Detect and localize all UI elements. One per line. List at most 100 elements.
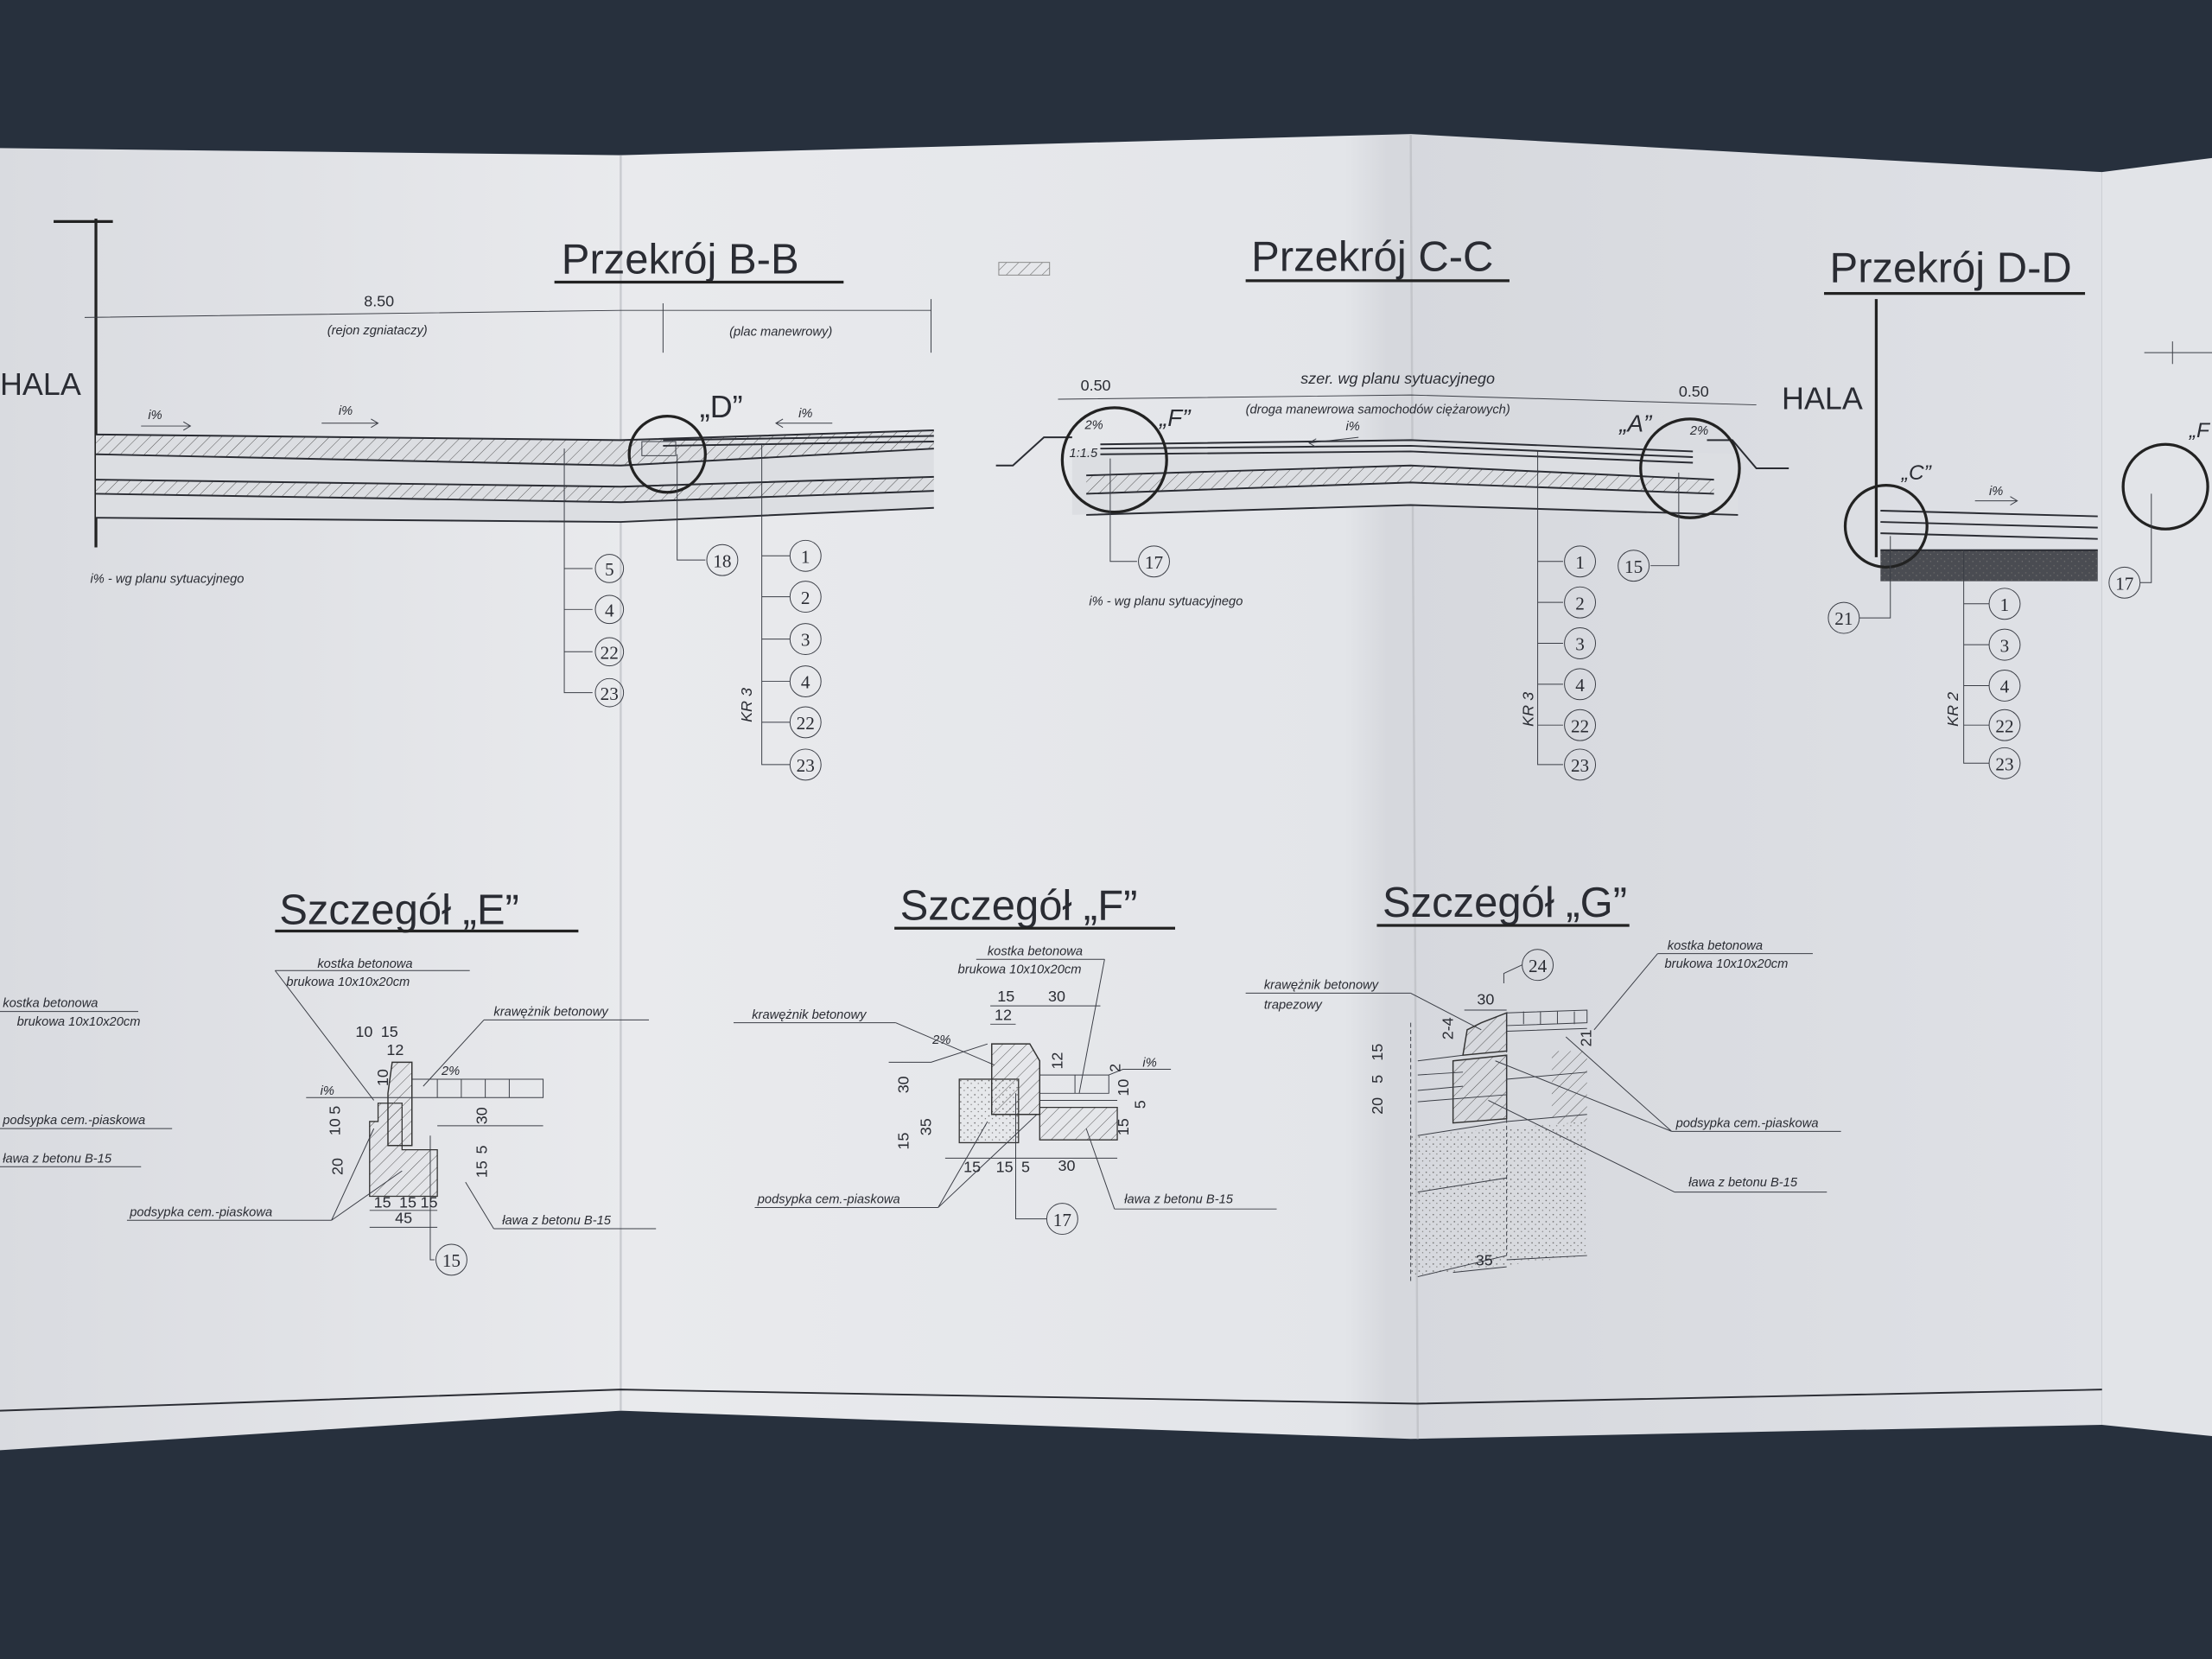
construction-class: KR 2 bbox=[1944, 692, 1961, 727]
layer-leader bbox=[563, 448, 593, 694]
label: podsypka cem.-piaskowa bbox=[2, 1114, 145, 1128]
detail-f: Szczegół „F” kostka betonowa brukowa 10x… bbox=[733, 882, 1277, 1236]
slope-label: i% bbox=[1346, 420, 1360, 434]
leader-line bbox=[331, 1128, 403, 1221]
layer-leader bbox=[1537, 451, 1563, 766]
label: kostka betonowa bbox=[3, 997, 98, 1011]
detail-leader bbox=[1109, 458, 1137, 563]
layer-marker: 2 bbox=[789, 581, 822, 613]
element-marker: 17 bbox=[1138, 545, 1170, 578]
slope-label: i% bbox=[798, 407, 812, 421]
svg-text:4: 4 bbox=[2000, 677, 2010, 697]
dimension-value: 0.50 bbox=[1081, 377, 1111, 394]
base-layer bbox=[1551, 1051, 1587, 1125]
paper-sheet-right-fold bbox=[2101, 157, 2212, 1437]
layer-leader bbox=[761, 444, 791, 766]
detail-callout-circle[interactable] bbox=[2121, 442, 2209, 531]
label: brukowa 10x10x20cm bbox=[1665, 957, 1789, 971]
dimension: 30 bbox=[1477, 990, 1494, 1007]
dimension: 2-4 bbox=[1440, 1017, 1457, 1039]
element-marker: 17 bbox=[1046, 1203, 1078, 1236]
layer-marker: 2 bbox=[1564, 586, 1597, 619]
slope-label: i% bbox=[321, 1084, 334, 1098]
frame-border bbox=[0, 1389, 2102, 1412]
width-label: szer. wg planu sytuacyjnego bbox=[1300, 370, 1495, 387]
dimension: 10 bbox=[1115, 1079, 1132, 1096]
zone-label: (plac manewrowy) bbox=[729, 326, 832, 340]
label: podsypka cem.-piaskowa bbox=[129, 1205, 272, 1219]
detail-reference[interactable]: „D” bbox=[700, 389, 743, 424]
dimension-value: 0.50 bbox=[1679, 383, 1709, 400]
svg-text:1: 1 bbox=[801, 546, 810, 567]
detail-leader bbox=[2139, 493, 2152, 583]
leader-line bbox=[1488, 1100, 1675, 1193]
layer-marker: 3 bbox=[1564, 627, 1597, 659]
leader-line bbox=[1495, 1036, 1673, 1132]
layer-marker: 22 bbox=[594, 637, 625, 667]
svg-text:1: 1 bbox=[2000, 594, 2010, 615]
section-title: Przekrój B-B bbox=[562, 237, 799, 283]
svg-text:3: 3 bbox=[1575, 634, 1585, 655]
svg-text:22: 22 bbox=[601, 642, 619, 663]
dimension: 30 bbox=[1058, 1157, 1075, 1174]
svg-text:18: 18 bbox=[713, 550, 731, 571]
dimension: 35 bbox=[918, 1118, 935, 1135]
svg-text:4: 4 bbox=[1575, 675, 1585, 696]
dimension: 5 bbox=[473, 1146, 490, 1154]
detail-callout-circle[interactable] bbox=[1639, 417, 1741, 519]
layer-marker: 22 bbox=[1564, 709, 1597, 741]
road-label: (droga manewrowa samochodów ciężarowych) bbox=[1246, 403, 1510, 416]
leader-line bbox=[1085, 1128, 1116, 1210]
dimension: 2 bbox=[1106, 1064, 1123, 1072]
hala-label: HALA bbox=[0, 366, 81, 402]
leader-line bbox=[895, 1022, 995, 1066]
section-note: i% - wg planu sytuacyjnego bbox=[1089, 594, 1243, 608]
slope-arrows bbox=[141, 418, 833, 431]
label: kostka betonowa bbox=[1668, 939, 1763, 953]
svg-text:17: 17 bbox=[2115, 573, 2133, 594]
label: brukowa 10x10x20cm bbox=[286, 976, 410, 989]
detail-callout-circle[interactable] bbox=[1843, 484, 1929, 569]
layer-marker: 4 bbox=[594, 594, 625, 625]
detail-reference[interactable]: „A” bbox=[1618, 410, 1653, 437]
dimension: 12 bbox=[386, 1041, 404, 1058]
svg-text:21: 21 bbox=[1834, 608, 1853, 629]
detail-callout-circle[interactable] bbox=[627, 415, 707, 494]
slope-arrow bbox=[1974, 496, 2018, 505]
detail-leader bbox=[677, 454, 706, 561]
detail-reference[interactable]: „F” bbox=[1159, 404, 1192, 431]
dimension-line bbox=[2144, 341, 2212, 365]
paper-sheet bbox=[0, 134, 2102, 1451]
slope-label: 2% bbox=[931, 1033, 950, 1047]
leader-line bbox=[1593, 953, 1658, 1031]
svg-text:23: 23 bbox=[601, 683, 619, 704]
dimension: 10 bbox=[326, 1118, 343, 1135]
element-marker: 21 bbox=[1827, 601, 1860, 634]
layer-leader bbox=[1963, 550, 1990, 764]
detail-e: Szczegół „E” kostka betonowa brukowa 10x… bbox=[126, 887, 657, 1276]
dimension: 15 bbox=[996, 1159, 1014, 1176]
dimension: 15 bbox=[473, 1160, 490, 1178]
detail-g: Szczegół „G” kostka betonowa brukowa 10x… bbox=[1245, 880, 1841, 1284]
detail-callout-circle[interactable] bbox=[1060, 406, 1168, 514]
dimension: 15 bbox=[381, 1023, 398, 1040]
pavement-layers bbox=[95, 429, 934, 524]
foundation-shape bbox=[1039, 1106, 1118, 1141]
hala-label: HALA bbox=[1782, 380, 1863, 416]
layer-marker: 23 bbox=[1988, 747, 2021, 779]
detail-reference[interactable]: „F bbox=[2189, 419, 2211, 442]
dimension-value: 8.50 bbox=[364, 292, 394, 309]
svg-text:4: 4 bbox=[801, 672, 810, 693]
label: ława z betonu B-15 bbox=[3, 1152, 112, 1166]
dimension: 15 bbox=[421, 1194, 438, 1211]
ground-line bbox=[888, 1043, 988, 1063]
detail-reference[interactable]: „C” bbox=[1901, 461, 1933, 485]
svg-text:1: 1 bbox=[1575, 552, 1585, 573]
left-partial-labels: kostka betonowa brukowa 10x10x20cm podsy… bbox=[0, 997, 173, 1167]
curb-shape bbox=[991, 1043, 1040, 1116]
section-title: Przekrój D-D bbox=[1830, 245, 2072, 292]
leader-line bbox=[465, 1181, 494, 1230]
foundation-texture bbox=[1880, 550, 2098, 582]
dimension: 12 bbox=[1048, 1052, 1065, 1070]
layer-marker: 22 bbox=[1988, 709, 2021, 741]
